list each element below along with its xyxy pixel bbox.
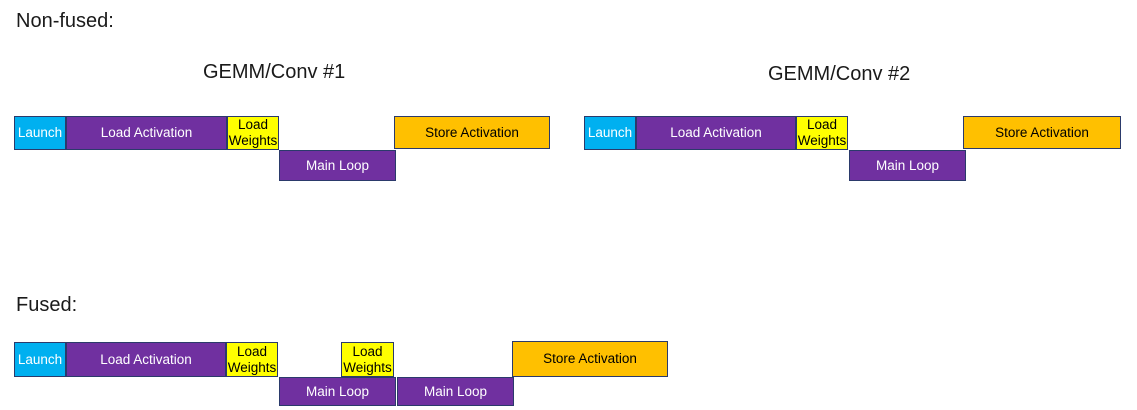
nonfused-gemm2-launch-block: Launch [584,116,636,150]
nonfused-gemm1-load-activation-block: Load Activation [66,116,227,150]
fused-load-activation-block: Load Activation [66,342,226,377]
fused-store-activation-block: Store Activation [512,341,668,377]
nonfused-gemm2-main-loop-block: Main Loop [849,150,966,181]
fused-launch-block: Launch [14,342,66,377]
nonfused-gemm1-launch-block: Launch [14,116,66,150]
fused-load-weights-2-block: Load Weights [341,342,394,377]
fused-main-loop-1-block: Main Loop [279,377,396,406]
gemm-conv-1-title: GEMM/Conv #1 [203,61,346,83]
fused-section-heading: Fused: [16,294,78,316]
nonfused-gemm2-store-activation-block: Store Activation [963,116,1121,149]
nonfused-gemm2-load-weights-block: Load Weights [796,116,848,150]
gemm-conv-2-title: GEMM/Conv #2 [768,63,911,85]
nonfused-gemm1-main-loop-block: Main Loop [279,150,396,181]
fused-load-weights-1-block: Load Weights [226,342,278,377]
fused-main-loop-2-block: Main Loop [397,377,514,406]
nonfused-gemm2-load-activation-block: Load Activation [636,116,796,150]
non-fused-section-heading: Non-fused: [16,10,114,32]
nonfused-gemm1-load-weights-block: Load Weights [227,116,279,150]
nonfused-gemm1-store-activation-block: Store Activation [394,116,550,149]
